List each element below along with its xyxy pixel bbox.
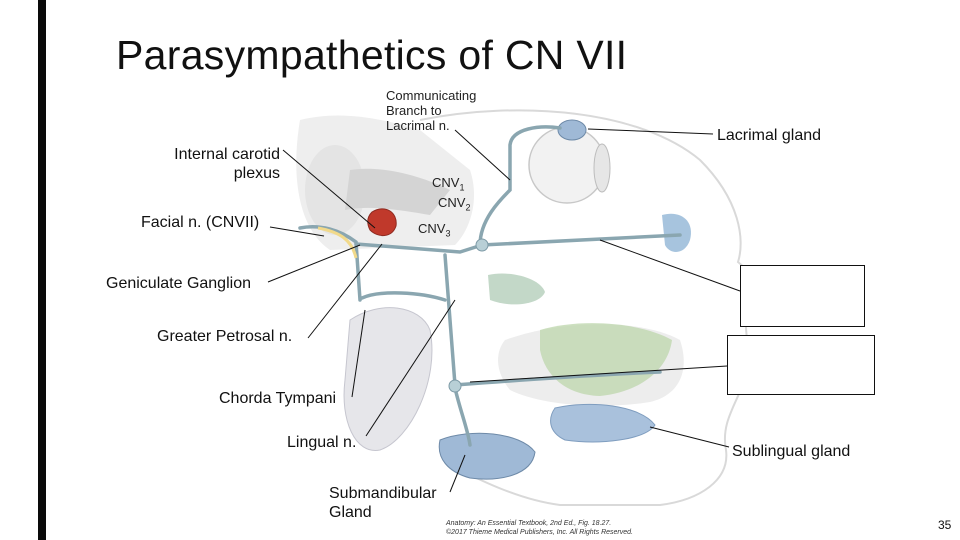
credit-line-1: Anatomy: An Essential Textbook, 2nd Ed.,… (446, 520, 612, 527)
maxillary-path (480, 233, 682, 247)
geniculate-ganglion-shape (367, 208, 397, 236)
submandibular-line-2: Gland (329, 504, 372, 521)
slide-title: Parasympathetics of CN VII (116, 32, 628, 78)
cnv1-sub: 1 (459, 182, 465, 193)
label-communicating-branch: Communicating Branch to Lacrimal n. (386, 88, 476, 133)
greater-petrosal-path (354, 242, 484, 254)
label-lingual-nerve: Lingual n. (287, 434, 357, 451)
label-cnv3: CNV3 (418, 221, 450, 239)
pointer-box2 (469, 365, 728, 383)
chorda-path (360, 291, 447, 302)
nerve-paths (298, 125, 682, 447)
sphenoid-shade (345, 168, 450, 215)
pointer-comm-branch (454, 129, 511, 181)
pointer-internal-carotid (282, 149, 376, 229)
carotid-line-2: plexus (233, 165, 280, 182)
pointer-sublingual (649, 426, 730, 448)
carotid-line-1: Internal carotid (174, 146, 280, 163)
cornea (593, 143, 611, 193)
label-greater-petrosal: Greater Petrosal n. (157, 328, 293, 345)
pterygopalatine-ganglion (475, 238, 489, 252)
pointer-lingual (365, 299, 456, 437)
pointer-lines (267, 128, 741, 493)
label-sublingual-gland: Sublingual gland (732, 443, 851, 460)
parotid-region (343, 307, 433, 451)
facial-nerve-yellow (317, 226, 358, 259)
comm-line-1: Communicating (386, 88, 477, 103)
credit-line-2: ©2017 Thieme Medical Publishers, Inc. Al… (446, 529, 633, 536)
pointer-facial (269, 226, 325, 237)
blank-label-box-1 (740, 265, 865, 327)
image-credit: Anatomy: An Essential Textbook, 2nd Ed.,… (446, 519, 633, 537)
submandibular-branch (453, 386, 472, 447)
mandibular-path (443, 253, 457, 387)
comm-line-3: Lacrimal n. (386, 118, 450, 133)
left-black-strip (38, 0, 46, 540)
pointer-lacrimal (587, 128, 714, 135)
pointer-geniculate (267, 244, 361, 283)
submandibular-line-1: Submandibular (329, 485, 437, 502)
sublingual-gland-shape (550, 403, 656, 443)
label-internal-carotid: Internal carotid plexus (160, 145, 280, 183)
cnv1-base: CNV (432, 175, 460, 190)
cnv2-sub: 2 (465, 202, 471, 213)
label-submandibular-gland: Submandibular Gland (329, 484, 437, 522)
left-margin (0, 0, 38, 540)
page-number: 35 (938, 518, 952, 532)
label-chorda-tympani: Chorda Tympani (219, 390, 337, 407)
comm-line-2: Branch to (386, 103, 442, 118)
pointer-greater-petrosal (307, 243, 383, 339)
pointer-box1 (599, 239, 741, 292)
comm-branch-path (478, 125, 562, 247)
palatine-glands (488, 273, 545, 305)
submandibular-ganglion (448, 379, 462, 393)
label-facial-nerve: Facial n. (CNVII) (141, 214, 260, 231)
lingual-path (453, 370, 662, 387)
cnv3-base: CNV (418, 221, 446, 236)
label-cnv2: CNV2 (438, 195, 470, 213)
cnv2-base: CNV (438, 195, 466, 210)
pointer-submandibular (449, 454, 466, 493)
label-geniculate-ganglion: Geniculate Ganglion (106, 275, 251, 292)
blank-label-box-2 (727, 335, 875, 395)
pointer-chorda (351, 309, 366, 398)
facial-nerve-path (298, 225, 362, 302)
submandibular-gland-shape (438, 432, 536, 480)
temporal-bone (305, 145, 365, 235)
nasal-gland-shape (662, 213, 691, 252)
label-lacrimal-gland: Lacrimal gland (717, 127, 822, 144)
label-cnv1: CNV1 (432, 175, 464, 193)
lacrimal-gland-shape (557, 119, 587, 141)
cnv3-sub: 3 (445, 228, 451, 239)
